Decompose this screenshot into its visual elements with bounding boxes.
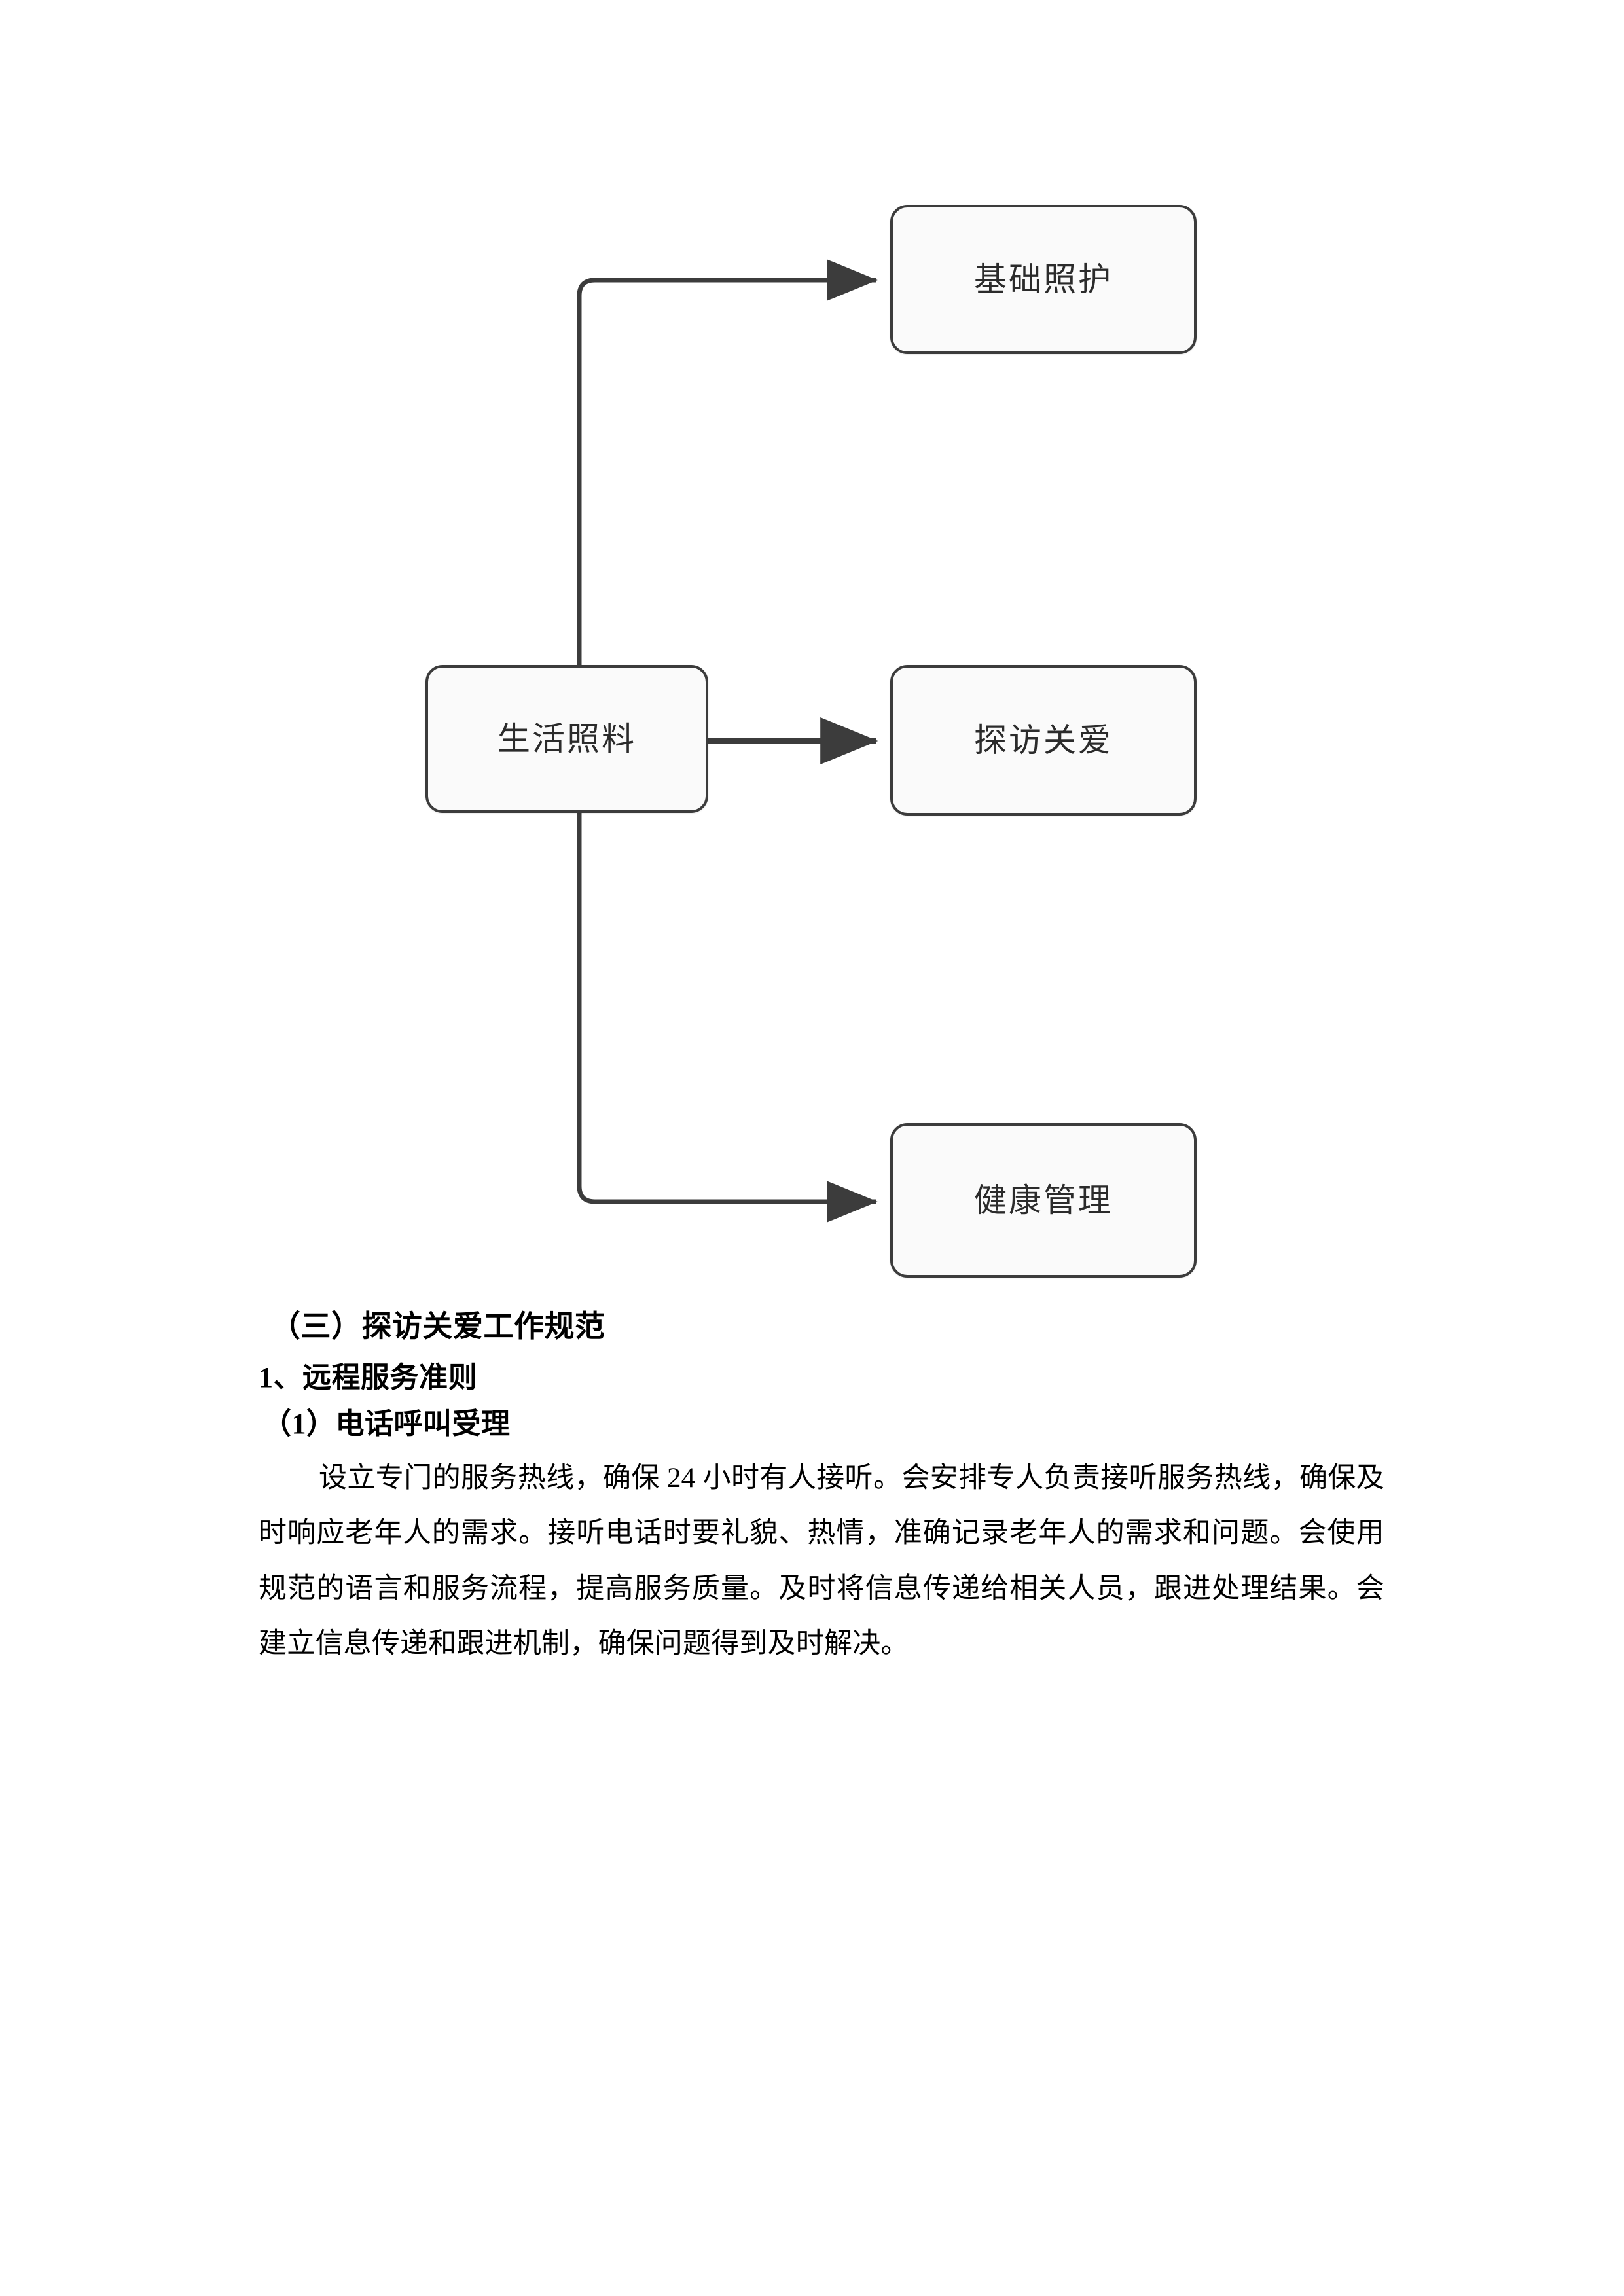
item-heading: （1）电话呼叫受理 [262,1407,511,1440]
connector-to-basic-care [577,259,878,813]
section-heading: （三）探访关爱工作规范 [270,1310,605,1343]
node-basic-care-label: 基础照护 [974,261,1113,298]
node-basic-care[interactable]: 基础照护 [890,205,1197,354]
node-visiting-care-label: 探访关爱 [974,722,1113,759]
node-visiting-care[interactable]: 探访关爱 [890,665,1197,816]
services-flow-diagram: 生活照料 基础照护 探访关爱 健康管理 [425,205,1197,1278]
node-life-care-label: 生活照料 [497,721,636,757]
connector-to-health-management [577,813,878,1223]
connector-layer [577,259,878,1223]
sub-heading: 1、远程服务准则 [259,1361,477,1393]
document-body: （三）探访关爱工作规范 1、远程服务准则 （1）电话呼叫受理 设立专门的服务热线… [259,1302,1384,1672]
node-life-care[interactable]: 生活照料 [425,665,708,813]
node-health-management-label: 健康管理 [974,1182,1113,1219]
body-paragraph: 设立专门的服务热线，确保 24 小时有人接听。会安排专人负责接听服务热线，确保及… [259,1463,1384,1659]
node-health-management[interactable]: 健康管理 [890,1123,1197,1278]
